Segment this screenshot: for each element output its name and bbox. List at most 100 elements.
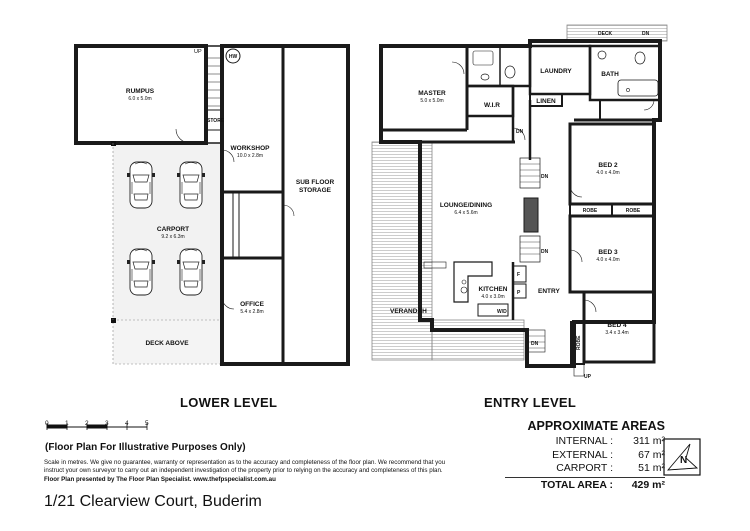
entry-up-label: UP — [584, 374, 592, 380]
scale-tick-label: 5 — [145, 420, 149, 427]
bed3-robe-label: ROBE — [626, 208, 641, 214]
scale-tick-label: 2 — [85, 420, 89, 427]
top-deck — [566, 24, 668, 42]
carport-label: CARPORT — [157, 226, 189, 233]
pantry-label: P — [517, 290, 521, 296]
deck-dn-label: DN — [642, 31, 650, 37]
washer-dryer-label: W/D — [497, 309, 507, 315]
pantry — [512, 283, 527, 299]
disclaimer-text: Scale in metres. We give no guarantee, w… — [44, 459, 446, 475]
area-total-row: TOTAL AREA : 429 m² — [505, 479, 665, 493]
front-dn-label: DN — [531, 341, 539, 347]
walk-in-robe — [465, 84, 515, 118]
stairs-dn-label-2: DN — [541, 249, 549, 255]
bath-label: BATH — [601, 71, 619, 78]
lower-up-label: UP — [194, 49, 202, 55]
scale-bar — [46, 423, 148, 430]
scale-tick-label: 3 — [105, 420, 109, 427]
office-dim: 5.4 x 2.8m — [240, 309, 263, 315]
area-value: 51 m² — [638, 462, 665, 474]
bed2-dim: 4.0 x 4.0m — [596, 170, 619, 176]
bed2-label: BED 2 — [598, 162, 618, 169]
master-label: MASTER — [418, 90, 446, 97]
areas-divider — [505, 476, 665, 478]
hall-dn-label: DN — [516, 129, 524, 135]
scale-tick-label: 4 — [125, 420, 129, 427]
workshop-storage-block — [220, 44, 350, 366]
illustrative-note: (Floor Plan For Illustrative Purposes On… — [45, 442, 246, 453]
stairs-dn-label-1: DN — [541, 174, 549, 180]
rumpus-dim: 6.0 x 5.0m — [128, 96, 151, 102]
car-icon — [126, 161, 156, 209]
bed2-robe-label: ROBE — [583, 208, 598, 214]
storage-label-line2: STORAGE — [299, 187, 332, 194]
storage-label-line1: SUB FLOOR — [296, 179, 335, 186]
lower-stairs — [205, 45, 223, 144]
bathroom — [588, 44, 662, 102]
area-value: 311 m² — [633, 435, 665, 447]
entry-level-plan — [371, 24, 668, 377]
deck-label: DECK — [598, 31, 613, 37]
workshop-dim: 10.0 x 2.8m — [237, 153, 263, 159]
scale-tick-label: 0 — [45, 420, 49, 427]
lower-level-title: LOWER LEVEL — [180, 395, 278, 410]
kitchen-label: KITCHEN — [479, 286, 508, 293]
master-dim: 5.0 x 5.0m — [420, 98, 443, 104]
area-total-value: 429 m² — [631, 478, 665, 491]
store-label: STORE — [207, 118, 225, 124]
car-icon — [126, 248, 156, 296]
verandah-deck — [371, 141, 433, 361]
area-row: EXTERNAL : 67 m² — [505, 449, 665, 463]
fridge-space — [512, 265, 527, 283]
verandah-label: VERANDAH — [390, 308, 427, 315]
bed3-dim: 4.0 x 4.0m — [596, 257, 619, 263]
hw-label: HW — [229, 54, 238, 60]
area-label: EXTERNAL : — [552, 448, 613, 461]
deck-above-label: DECK ABOVE — [145, 340, 189, 347]
kitchen-benches — [453, 261, 493, 303]
carport-dim: 9.2 x 6.3m — [161, 234, 184, 240]
deck-above-outline — [112, 319, 222, 365]
front-steps — [526, 329, 546, 353]
rumpus-label: RUMPUS — [126, 88, 155, 95]
linen-cupboard — [529, 93, 563, 107]
area-row: CARPORT : 51 m² — [505, 462, 665, 476]
property-address: 1/21 Clearview Court, Buderim — [44, 493, 262, 510]
linen-label: LINEN — [536, 98, 556, 105]
area-label: INTERNAL : — [555, 435, 613, 447]
ensuite — [465, 44, 532, 88]
wir-label: W.I.R — [484, 102, 500, 109]
north-compass-icon — [663, 438, 701, 476]
bed4-robe-label: ROBE — [576, 335, 582, 350]
area-total-label: TOTAL AREA : — [540, 478, 613, 491]
entry-level-title: ENTRY LEVEL — [484, 395, 577, 410]
bed4-dim: 3.4 x 3.4m — [605, 330, 628, 336]
kitchen-dim: 4.0 x 3.0m — [481, 294, 504, 300]
disclaimer: Scale in metres. We give no guarantee, w… — [44, 459, 454, 484]
areas-title: APPROXIMATE AREAS — [527, 419, 665, 433]
area-row: INTERNAL : 311 m² — [505, 435, 665, 449]
bed3-label: BED 3 — [598, 249, 618, 256]
entry-label: ENTRY — [538, 288, 560, 295]
scale-tick-label: 1 — [65, 420, 69, 427]
lounge-label: LOUNGE/DINING — [440, 202, 492, 209]
car-icon — [176, 248, 206, 296]
bed4-label: BED 4 — [607, 322, 627, 329]
area-label: CARPORT : — [556, 462, 613, 474]
disclaimer-credit: Floor Plan presented by The Floor Plan S… — [44, 475, 276, 483]
stairs-down-1 — [519, 157, 541, 189]
compass-letter: N — [680, 455, 687, 466]
workshop-label: WORKSHOP — [231, 145, 271, 152]
stairs-down-2 — [519, 235, 541, 263]
fireplace — [523, 197, 539, 233]
lounge-dim: 6.4 x 5.6m — [454, 210, 477, 216]
office-label: OFFICE — [240, 301, 264, 308]
lower-level-plan — [74, 44, 350, 366]
hot-water-unit — [225, 48, 241, 64]
area-value: 67 m² — [638, 448, 665, 461]
approximate-areas-panel: APPROXIMATE AREAS INTERNAL : 311 m² EXTE… — [505, 419, 665, 492]
fridge-label: F — [517, 272, 520, 278]
laundry-label: LAUNDRY — [540, 68, 572, 75]
car-icon — [176, 161, 206, 209]
